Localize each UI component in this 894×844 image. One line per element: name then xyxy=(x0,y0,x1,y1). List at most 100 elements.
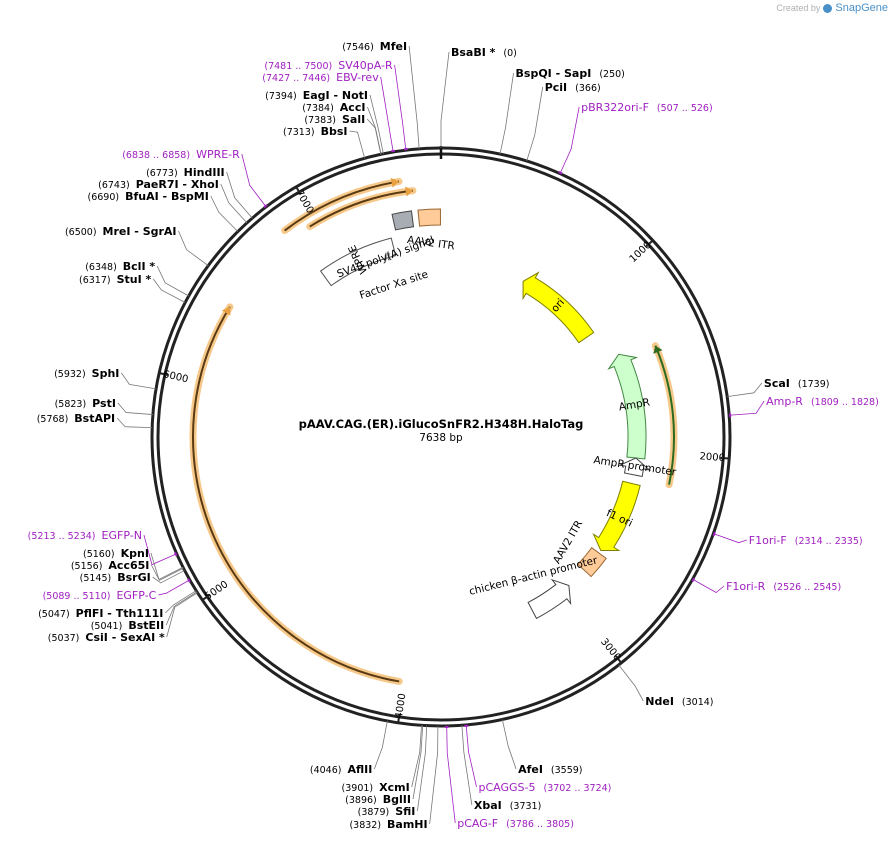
site-sfii[interactable]: (3879)SfiI xyxy=(358,725,428,818)
site-sali[interactable]: (7383)SalI xyxy=(304,113,382,155)
site-bbsi[interactable]: (7313)BbsI xyxy=(283,125,366,159)
feature-wpre[interactable]: WPRE xyxy=(319,237,397,287)
site-bsrgi[interactable]: (5145) BsrGI xyxy=(80,570,185,584)
primer-sv40pa-r[interactable]: (7481 .. 7500)SV40pA-R xyxy=(264,59,408,151)
primer-amp-r[interactable]: Amp-R(1809 .. 1828) xyxy=(729,395,879,418)
site-label: F1ori-F(2314 .. 2335) xyxy=(749,534,863,547)
site-bamhi[interactable]: (3832)BamHI xyxy=(349,725,439,831)
site-bglii[interactable]: (3896)BglII xyxy=(345,725,424,806)
leader-line xyxy=(158,579,190,596)
orf-arrowhead xyxy=(405,186,413,197)
leader-line xyxy=(220,183,248,224)
site-label: (3879)SfiI xyxy=(358,805,416,818)
site-label: (6838 .. 6858)WPRE-R xyxy=(122,148,240,161)
site-name: pCAGGS-5 xyxy=(479,781,536,794)
feature-f1-ori[interactable]: f1 ori xyxy=(592,480,641,552)
site-position: (5145) xyxy=(80,573,112,584)
tick-label: 4000 xyxy=(394,693,409,720)
site-acc65i[interactable]: (5156)Acc65I xyxy=(71,559,184,581)
site-aflii[interactable]: (4046)AflII xyxy=(310,720,388,776)
primer-pcag-f[interactable]: pCAG-F(3786 .. 3805) xyxy=(444,725,574,830)
site-position: (5768) xyxy=(37,414,69,425)
site-ndei[interactable]: NdeI(3014) xyxy=(618,664,714,708)
site-label: ScaI(1739) xyxy=(764,377,830,390)
site-position: (0) xyxy=(503,48,516,59)
site-position: (3014) xyxy=(682,697,714,708)
site-afei[interactable]: AfeI(3559) xyxy=(501,719,583,776)
site-label: (6743)PaeR7I - XhoI xyxy=(98,178,219,191)
primer-wpre-r[interactable]: (6838 .. 6858)WPRE-R xyxy=(122,148,268,209)
site-name: PstI xyxy=(92,397,116,410)
site-bsteii[interactable]: (5041)BstEII xyxy=(91,591,198,632)
feature-ampr[interactable]: AmpR xyxy=(607,353,651,460)
feature-ampr-promoter[interactable]: AmpR promoter xyxy=(593,454,678,478)
leader-line xyxy=(166,592,198,638)
site-label: (7427 .. 7446)EBV-rev xyxy=(262,71,379,84)
tick-mark xyxy=(158,372,169,376)
tick-label: 5000 xyxy=(203,579,230,602)
site-label: XbaI(3731) xyxy=(474,799,541,812)
site-label: BsaBI * (0) xyxy=(451,46,517,59)
feature-aav2-itr[interactable]: AAV2 ITR xyxy=(406,208,456,253)
site-position: (366) xyxy=(575,83,601,94)
site-bcli[interactable]: (6348)BclI * xyxy=(85,260,189,297)
primer-egfp-n[interactable]: (5213 .. 5234)EGFP-N xyxy=(28,529,178,566)
site-position: (6773) xyxy=(146,168,178,179)
primer-f1ori-r[interactable]: F1ori-R(2526 .. 2545) xyxy=(691,577,842,593)
site-name: F1ori-R xyxy=(726,580,766,593)
site-scai[interactable]: ScaI(1739) xyxy=(727,377,829,397)
primer-egfp-c[interactable]: (5089 .. 5110)EGFP-C xyxy=(43,578,191,602)
site-position: (6690) xyxy=(88,192,120,203)
site-name: MfeI xyxy=(380,40,407,53)
primer-ebv-rev[interactable]: (7427 .. 7446)EBV-rev xyxy=(262,71,396,153)
site-position: (6838 .. 6858) xyxy=(122,150,190,161)
site-name: StuI * xyxy=(117,273,152,286)
site-label: (5823)PstI xyxy=(55,397,116,410)
site-name: EGFP-C xyxy=(116,589,156,602)
site-mfei[interactable]: (7546)MfeI xyxy=(342,40,420,149)
snapgene-credit: Created by SnapGene xyxy=(776,2,888,14)
site-sphi[interactable]: (5932)SphI xyxy=(54,367,157,390)
leader-line xyxy=(373,720,388,770)
site-name: BclI * xyxy=(123,260,156,273)
site-csii-sexai[interactable]: (5037)CsiI - SexAI * xyxy=(48,592,198,644)
feature-ori[interactable]: ori xyxy=(522,271,595,344)
site-hindiii[interactable]: (6773)HindIII xyxy=(146,166,253,219)
leader-line xyxy=(178,230,209,266)
site-eagi-noti[interactable]: (7394)EagI - NotI xyxy=(265,89,384,154)
leader-line xyxy=(713,533,747,544)
primer-pbr322ori-f[interactable]: pBR322ori-F(507 .. 526) xyxy=(558,101,713,175)
site-bspqi-sapi[interactable]: BspQI - SapI(250) xyxy=(499,67,625,155)
site-name: BsrGI xyxy=(117,571,150,584)
site-label: (5145) BsrGI xyxy=(80,571,151,584)
site-name: BsaBI * xyxy=(451,46,496,59)
site-name: AflII xyxy=(347,763,372,776)
feature-chicken-actin-promoter[interactable]: chicken β-actin promoter xyxy=(468,554,599,620)
site-label: (6773)HindIII xyxy=(146,166,225,179)
primer-f1ori-f[interactable]: F1ori-F(2314 .. 2335) xyxy=(712,531,863,547)
site-pflfi-tth111i[interactable]: (5047)PflFI - Tth111I xyxy=(38,590,197,620)
orf-arrowhead xyxy=(221,306,231,316)
site-xbai[interactable]: XbaI(3731) xyxy=(461,725,541,812)
site-xcmi[interactable]: (3901)XcmI xyxy=(342,725,422,794)
site-pcii[interactable]: PciI(366) xyxy=(526,81,601,162)
leader-line xyxy=(692,578,725,593)
site-position: (5041) xyxy=(91,621,123,632)
site-mrei-sgrai[interactable]: (6500)MreI - SgrAI xyxy=(65,225,209,266)
orf-arrowhead xyxy=(390,177,400,188)
site-layer: (7546)MfeI BsaBI * (0) (7481 .. 7500)SV40pA… xyxy=(28,40,879,831)
leader-line xyxy=(366,118,382,155)
site-bstapi[interactable]: (5768) BstAPI xyxy=(37,412,153,429)
primer-pcaggs-5[interactable]: pCAGGS-5(3702 .. 3724) xyxy=(464,724,611,794)
site-psti[interactable]: (5823)PstI xyxy=(55,397,153,415)
site-bfuai-bspmi[interactable]: (6690)BfuAI - BspMI xyxy=(88,190,239,232)
site-name: SphI xyxy=(92,367,120,380)
site-bsabi[interactable]: BsaBI * (0) xyxy=(440,46,517,148)
site-paer7i-xhoi[interactable]: (6743)PaeR7I - XhoI xyxy=(98,178,248,224)
site-name: BstAPI xyxy=(74,412,115,425)
tick-label: 7000 xyxy=(293,188,315,216)
site-name: F1ori-F xyxy=(749,534,787,547)
site-stui[interactable]: (6317)StuI * xyxy=(79,273,186,303)
tick-mark xyxy=(397,713,401,723)
